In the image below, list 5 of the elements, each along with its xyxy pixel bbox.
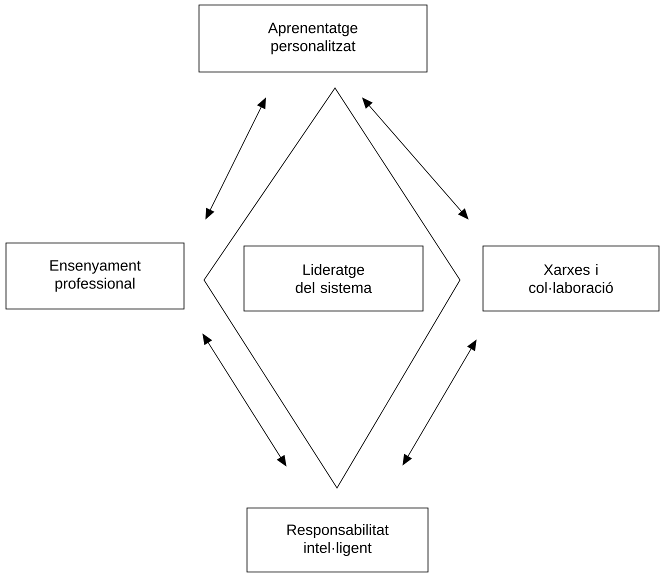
text-box: Ensenyament professional	[6, 242, 184, 310]
text-box: Xarxes i col·laboració	[482, 246, 660, 312]
text-box: Responsabilitat intel·ligent	[246, 508, 428, 572]
text-box: Aprenentatge personalitzat	[198, 4, 428, 72]
text-box: Lideratge del sistema	[244, 246, 424, 312]
